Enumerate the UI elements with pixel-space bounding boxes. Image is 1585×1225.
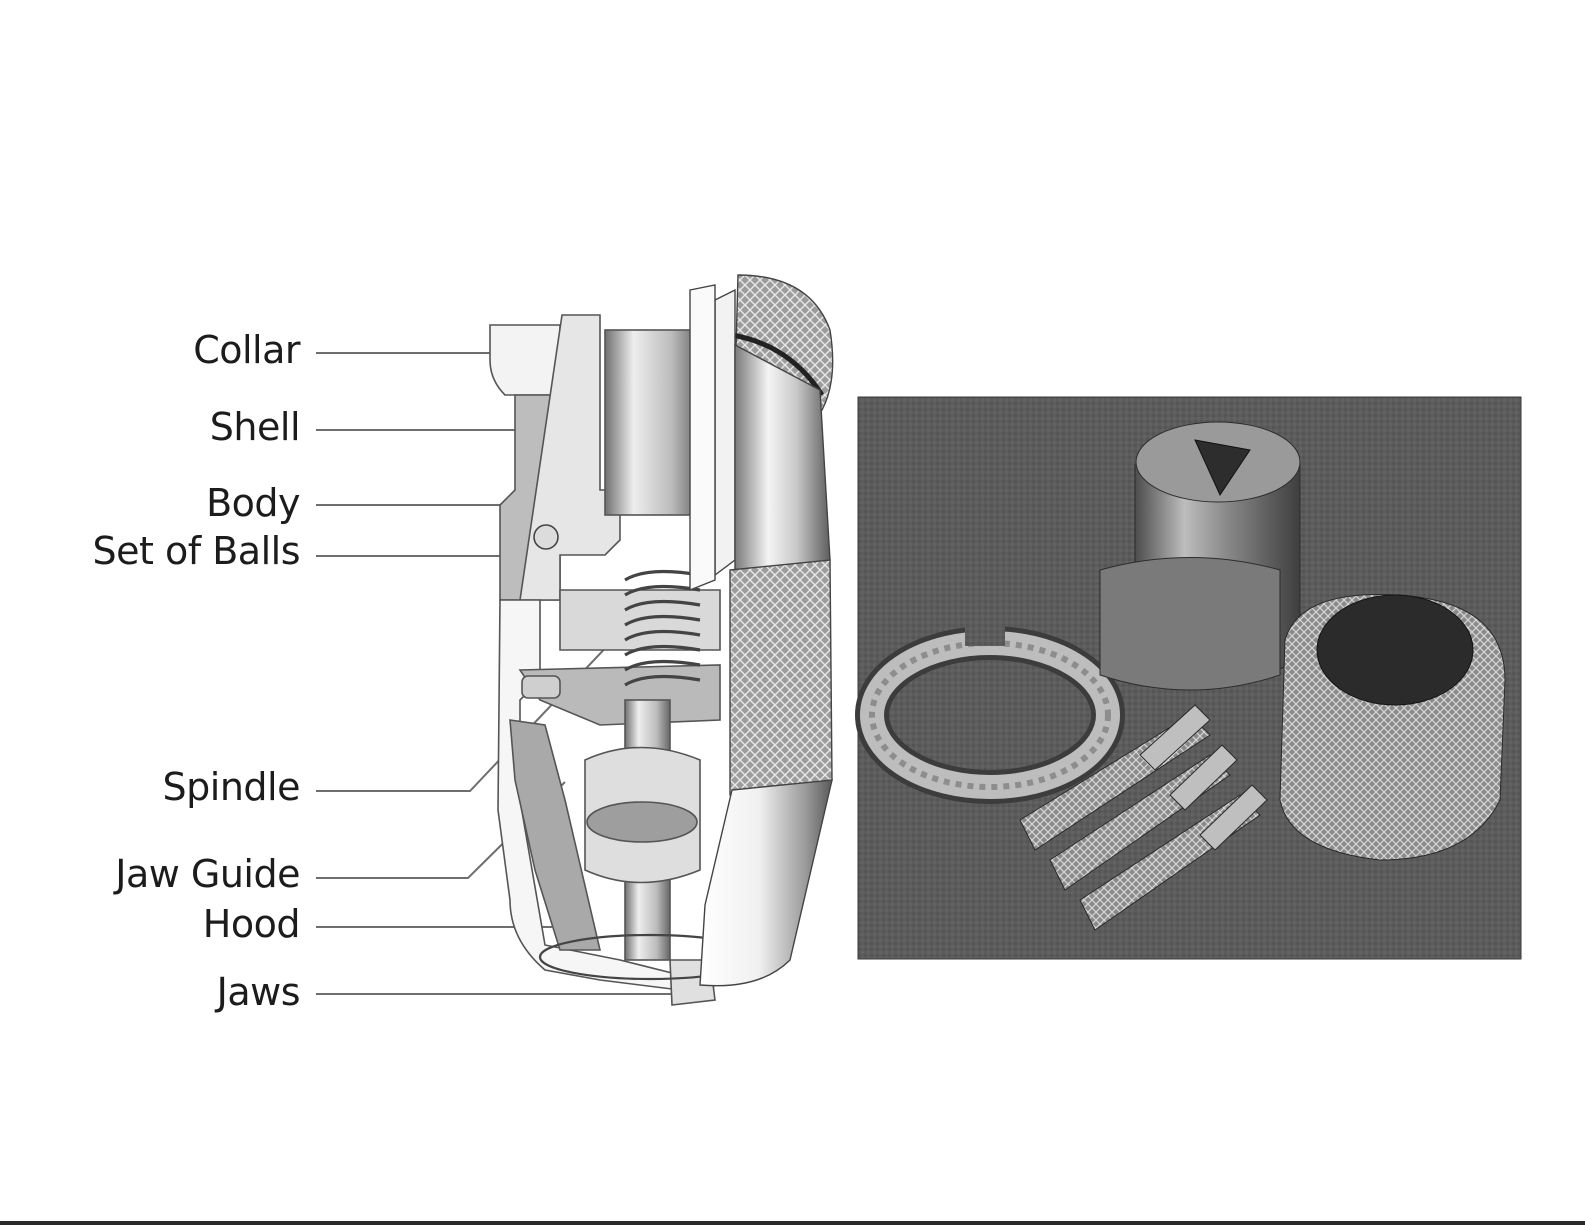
knurled-band xyxy=(730,560,832,795)
disassembled-chuck-photo xyxy=(858,397,1521,959)
cone-nose xyxy=(700,780,832,986)
pin xyxy=(522,676,560,698)
bottom-border xyxy=(0,1221,1585,1225)
knurled-sleeve xyxy=(1280,595,1505,860)
ball xyxy=(534,525,558,549)
bore-cylinder xyxy=(605,330,700,515)
collar-part xyxy=(490,325,560,395)
